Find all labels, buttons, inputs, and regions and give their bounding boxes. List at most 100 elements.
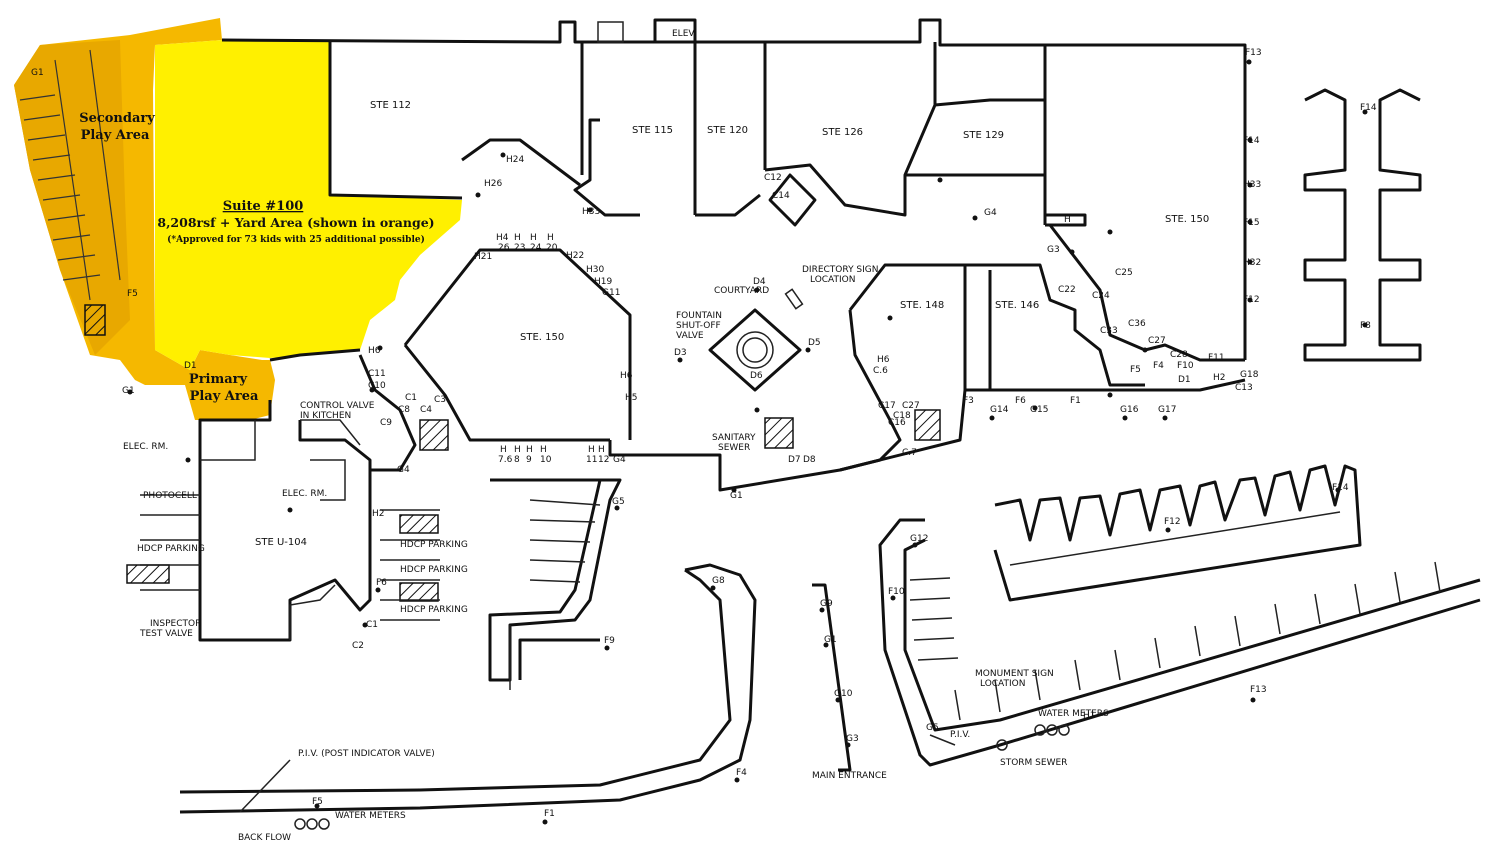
hcp-label: HDCP PARKING	[400, 540, 468, 550]
svg-text:12: 12	[598, 455, 609, 465]
svg-text:C16: C16	[888, 418, 906, 428]
directory-sign-label: LOCATION	[810, 275, 856, 285]
svg-text:C36: C36	[1128, 319, 1146, 329]
hatched-stall-3	[126, 564, 170, 584]
svg-text:C3: C3	[434, 395, 446, 405]
svg-text:G18: G18	[1240, 370, 1259, 380]
svg-text:H33: H33	[1243, 180, 1261, 190]
storm-sewer-symbol	[996, 739, 1008, 751]
svg-text:G14: G14	[990, 405, 1009, 415]
building-walls	[221, 18, 1247, 492]
svg-text:C.6: C.6	[873, 366, 888, 376]
suite-label: STE 129	[963, 130, 1004, 141]
hatched-stall-2	[399, 582, 439, 602]
meter-icon	[1046, 724, 1058, 736]
suite-100-fill	[155, 40, 462, 370]
marker-dots: F13 F14 H33 F15 H32 F12 F14 F8 F14 F12 F…	[31, 48, 1377, 825]
suite-label: STE 112	[370, 100, 411, 111]
svg-text:F11: F11	[1208, 353, 1225, 363]
fountain-label: SHUT-OFF	[676, 321, 721, 331]
svg-text:11: 11	[586, 455, 597, 465]
svg-text:F8: F8	[1360, 321, 1371, 331]
meter-icon	[294, 818, 306, 830]
sanitary-sewer-label: SANITARY	[712, 433, 756, 443]
svg-text:G5: G5	[926, 723, 939, 733]
suite-label: STE. 150	[1165, 214, 1209, 225]
stair-core-2	[419, 419, 449, 451]
svg-text:F5: F5	[312, 797, 323, 807]
svg-text:F1: F1	[1070, 396, 1081, 406]
hatched-stall-1	[399, 514, 439, 534]
suite-title: Suite #100	[223, 199, 304, 214]
svg-text:F14: F14	[1332, 483, 1349, 493]
svg-text:H5: H5	[625, 393, 638, 403]
hcp-label: HDCP PARKING	[400, 605, 468, 615]
svg-text:C13: C13	[1235, 383, 1253, 393]
play-area-partitions	[19, 49, 121, 301]
monument-sign-label: LOCATION	[980, 679, 1026, 689]
primary-play-area-label: Primary	[189, 372, 248, 387]
main-entrance-label: MAIN ENTRANCE	[812, 771, 887, 781]
secondary-play-area-label: Secondary	[79, 111, 155, 126]
svg-text:C11: C11	[368, 369, 386, 379]
svg-text:C14: C14	[772, 191, 790, 201]
water-meters-label: WATER METERS	[1038, 709, 1109, 719]
svg-text:H33: H33	[582, 207, 600, 217]
control-valve-label: CONTROL VALVE	[300, 401, 375, 411]
svg-text:C2: C2	[352, 641, 364, 651]
svg-text:H6: H6	[368, 346, 381, 356]
svg-text:H: H	[540, 445, 547, 455]
photocell-label: PHOTOCELL	[143, 491, 197, 501]
misc-labels: ELEV. COURTYARD FOUNTAIN SHUT-OFF VALVE …	[123, 29, 1109, 843]
planter	[768, 173, 817, 227]
svg-text:F9: F9	[604, 636, 615, 646]
back-flow-label: BACK FLOW	[238, 833, 291, 843]
svg-text:F14: F14	[1243, 136, 1260, 146]
svg-text:H6: H6	[620, 371, 633, 381]
svg-text:D7: D7	[788, 455, 801, 465]
svg-text:H2: H2	[1213, 373, 1226, 383]
suite-area: 8,208rsf + Yard Area (shown in orange)	[157, 215, 434, 230]
fountain-label: FOUNTAIN	[676, 311, 722, 321]
meter-icon	[306, 818, 318, 830]
stair-core-1	[764, 417, 794, 449]
monument-sign-label: MONUMENT SIGN	[975, 669, 1054, 679]
svg-text:8: 8	[514, 455, 520, 465]
yard-area	[14, 18, 275, 420]
meter-icon	[1058, 724, 1070, 736]
suite-label: STE. 146	[995, 300, 1039, 311]
svg-text:23: 23	[514, 243, 525, 253]
svg-text:F12: F12	[1164, 517, 1181, 527]
svg-text:G5: G5	[612, 497, 625, 507]
svg-text:D3: D3	[674, 348, 687, 358]
svg-text:H: H	[588, 445, 595, 455]
svg-text:G4: G4	[984, 208, 997, 218]
elevator-label: ELEV.	[672, 29, 696, 39]
svg-text:F1: F1	[544, 809, 555, 819]
secondary-play-area-label: Play Area	[81, 128, 150, 143]
svg-text:F5: F5	[127, 289, 138, 299]
svg-text:7.6: 7.6	[498, 455, 513, 465]
svg-text:G4: G4	[613, 455, 626, 465]
svg-text:H32: H32	[1243, 258, 1261, 268]
svg-text:H: H	[526, 445, 533, 455]
svg-text:H19: H19	[594, 277, 612, 287]
suite-label: STE 126	[822, 127, 863, 138]
hcp-label: HDCP PARKING	[400, 565, 468, 575]
svg-text:H: H	[514, 445, 521, 455]
svg-text:G4: G4	[397, 465, 410, 475]
svg-text:H: H	[547, 233, 554, 243]
suite-note: (*Approved for 73 kids with 25 additiona…	[167, 234, 425, 245]
svg-text:H26: H26	[484, 179, 502, 189]
svg-text:G16: G16	[1120, 405, 1139, 415]
svg-text:F5: F5	[1130, 365, 1141, 375]
svg-text:G1: G1	[824, 635, 837, 645]
svg-text:F12: F12	[1243, 295, 1260, 305]
svg-text:G17: G17	[1158, 405, 1176, 415]
svg-text:C27: C27	[1148, 336, 1166, 346]
svg-text:C10: C10	[368, 381, 386, 391]
svg-text:C9: C9	[380, 418, 392, 428]
svg-text:H6: H6	[877, 355, 890, 365]
directory-sign-label: DIRECTORY SIGN	[802, 265, 879, 275]
svg-text:C27: C27	[902, 401, 920, 411]
